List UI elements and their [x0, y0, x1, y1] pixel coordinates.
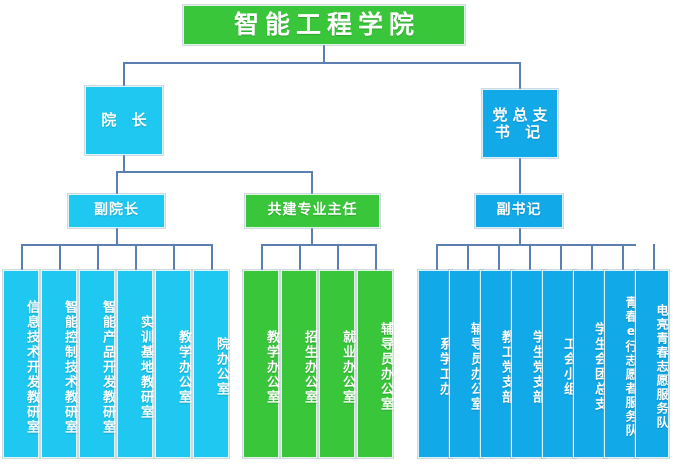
connector-vice-dean-bar	[21, 244, 211, 246]
connector-dean-stem	[123, 155, 125, 172]
leaf-label: 辅导员办公室	[378, 322, 393, 412]
connector-party-secretary-stem	[519, 158, 521, 194]
node-party-secretary[interactable]: 党总支 书 记	[482, 89, 558, 158]
leaf-deputy-secretary-7[interactable]: 青春e行志愿者服务队	[604, 270, 638, 458]
connector-ds-1	[436, 244, 438, 271]
connector-title-stem	[323, 45, 325, 63]
connector-dean-to-joint-major	[311, 171, 313, 194]
node-dean[interactable]: 院 长	[85, 86, 163, 155]
connector-ds-8	[653, 244, 655, 271]
connector-ds-2	[467, 244, 469, 271]
connector-ds-6	[591, 244, 593, 271]
connector-deputy-secretary-stem	[519, 228, 521, 245]
leaf-label: 学生党支部	[530, 329, 545, 405]
connector-ds-4	[529, 244, 531, 271]
leaf-label: 信息技术开发教研室	[24, 299, 39, 435]
leaf-label: 辅导员办公室	[468, 322, 483, 412]
node-vice-dean[interactable]: 副院长	[68, 194, 165, 228]
leaf-deputy-secretary-1[interactable]: 系学工办	[418, 270, 452, 458]
leaf-label: 工会小组	[561, 337, 576, 397]
connector-title-bar	[123, 62, 521, 64]
connector-dean-to-vice-dean	[116, 171, 118, 194]
connector-vd-2	[59, 244, 61, 271]
connector-deputy-secretary-bar	[436, 244, 636, 246]
leaf-label: 学生会团总支	[592, 322, 607, 412]
connector-ds-7	[622, 244, 624, 271]
leaf-joint-major-2[interactable]: 招生办公室	[281, 270, 317, 458]
leaf-label: 智能产品开发教研室	[100, 299, 115, 435]
leaf-vice-dean-3[interactable]: 智能产品开发教研室	[79, 270, 115, 458]
leaf-deputy-secretary-5[interactable]: 工会小组	[542, 270, 576, 458]
leaf-joint-major-3[interactable]: 就业办公室	[319, 270, 355, 458]
connector-vice-dean-stem	[116, 228, 118, 245]
leaf-label: 院办公室	[214, 337, 229, 397]
org-title-node[interactable]: 智能工程学院	[183, 5, 465, 45]
leaf-label: 系学工办	[437, 337, 452, 397]
leaf-label: 智能控制技术教研室	[62, 299, 77, 435]
leaf-label: 教学办公室	[176, 329, 191, 405]
node-deputy-secretary[interactable]: 副书记	[475, 194, 563, 228]
leaf-vice-dean-4[interactable]: 实训基地教研室	[117, 270, 153, 458]
leaf-label: 实训基地教研室	[138, 314, 153, 420]
leaf-joint-major-4[interactable]: 辅导员办公室	[357, 270, 393, 458]
node-joint-major-director[interactable]: 共建专业主任	[245, 194, 380, 228]
leaf-deputy-secretary-3[interactable]: 教工党支部	[480, 270, 514, 458]
leaf-label: 教学办公室	[264, 329, 279, 405]
leaf-deputy-secretary-4[interactable]: 学生党支部	[511, 270, 545, 458]
leaf-label: 教工党支部	[499, 329, 514, 405]
leaf-label: 电亮青春志愿服务队	[655, 304, 669, 430]
leaf-label: 青春e行志愿者服务队	[624, 296, 638, 438]
leaf-deputy-secretary-6[interactable]: 学生会团总支	[573, 270, 607, 458]
leaf-joint-major-1[interactable]: 教学办公室	[243, 270, 279, 458]
connector-vd-6	[211, 244, 213, 271]
connector-joint-major-bar	[261, 244, 376, 246]
connector-vd-1	[21, 244, 23, 271]
connector-ds-5	[560, 244, 562, 271]
connector-vd-4	[135, 244, 137, 271]
leaf-vice-dean-5[interactable]: 教学办公室	[155, 270, 191, 458]
connector-jm-2	[299, 244, 301, 271]
connector-joint-major-stem	[311, 228, 313, 245]
leaf-label: 招生办公室	[302, 329, 317, 405]
connector-vd-3	[97, 244, 99, 271]
leaf-deputy-secretary-2[interactable]: 辅导员办公室	[449, 270, 483, 458]
leaf-label: 就业办公室	[340, 329, 355, 405]
connector-to-party-secretary	[519, 62, 521, 89]
connector-to-dean	[123, 62, 125, 86]
connector-vd-5	[173, 244, 175, 271]
leaf-vice-dean-6[interactable]: 院办公室	[193, 270, 229, 458]
leaf-vice-dean-2[interactable]: 智能控制技术教研室	[41, 270, 77, 458]
leaf-deputy-secretary-8[interactable]: 电亮青春志愿服务队	[635, 270, 669, 458]
connector-jm-4	[375, 244, 377, 271]
connector-dean-bar	[116, 171, 312, 173]
connector-jm-1	[261, 244, 263, 271]
leaf-vice-dean-1[interactable]: 信息技术开发教研室	[3, 270, 39, 458]
connector-ds-3	[498, 244, 500, 271]
connector-jm-3	[337, 244, 339, 271]
